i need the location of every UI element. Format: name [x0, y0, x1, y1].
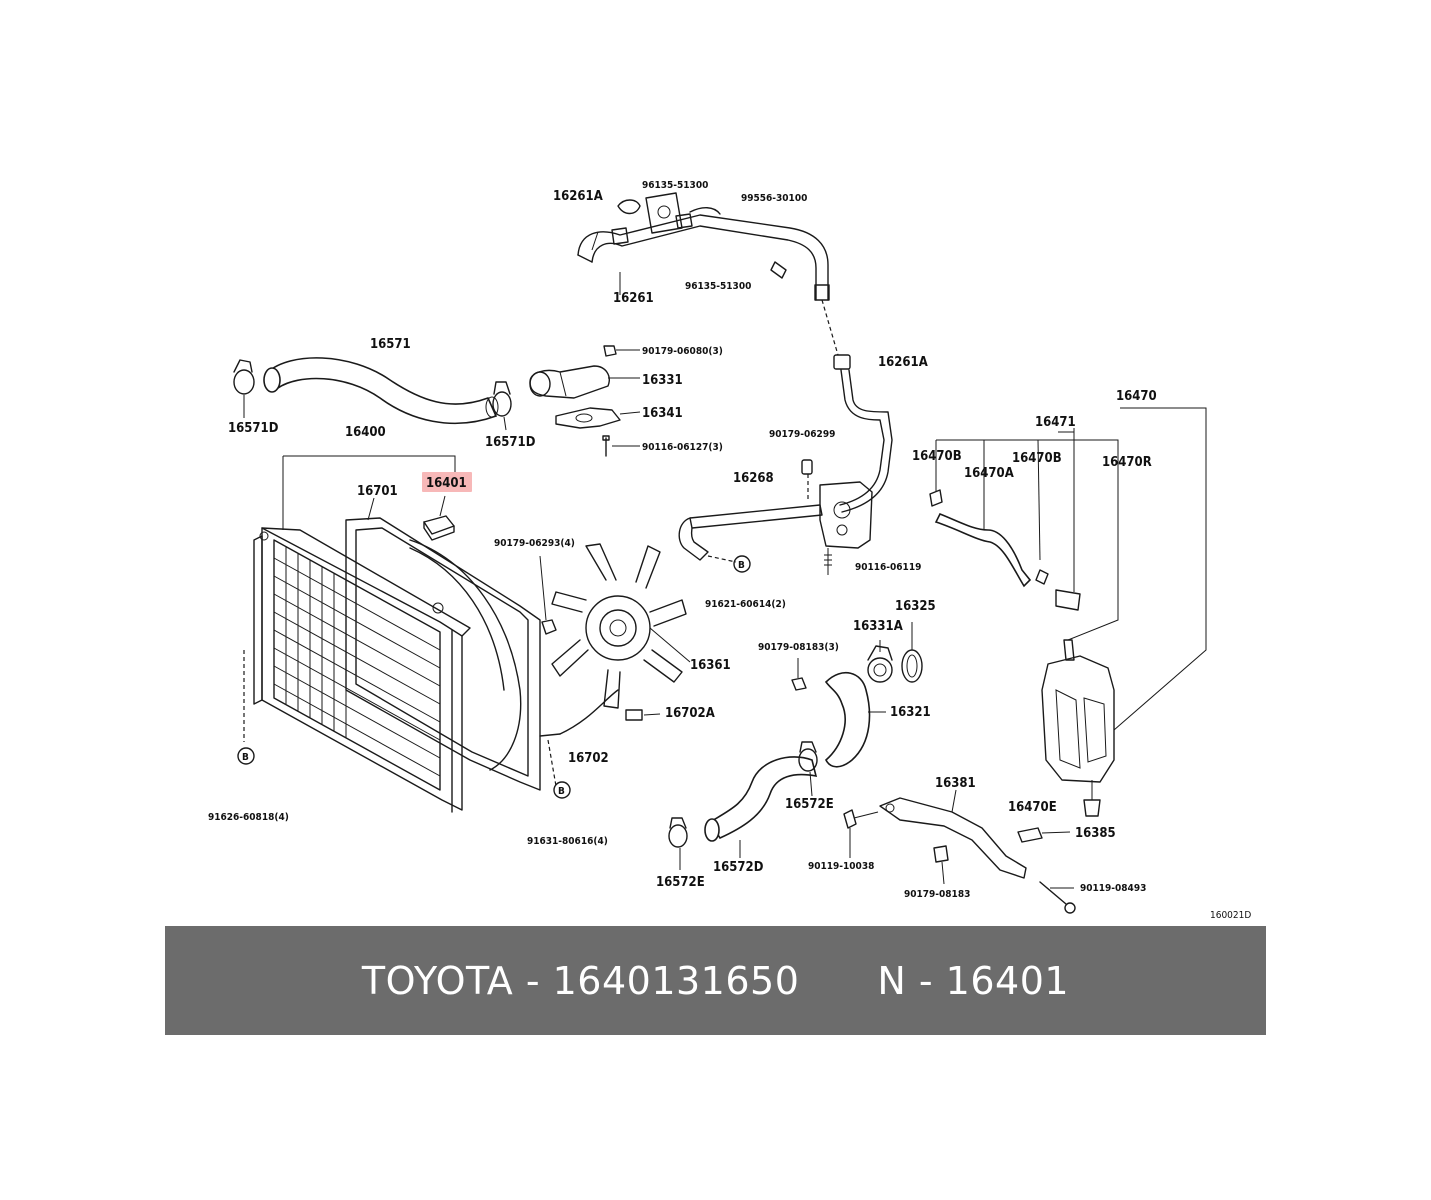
ref-B-circle-1 — [733, 555, 751, 573]
water-outlet-16331A — [867, 640, 893, 683]
bypass-pipe-16261 — [577, 192, 830, 301]
label-16470E: 16470E — [1008, 800, 1057, 815]
ref-B-circle-2 — [237, 747, 255, 765]
diagram-code: 160021D — [1210, 910, 1251, 921]
tank-cap-16470E — [1083, 799, 1101, 817]
hose-clamp-16571D-right — [492, 381, 512, 431]
label-16361: 16361 — [690, 658, 731, 673]
label-90116-06127: 90116-06127(3) — [642, 442, 723, 453]
brand-part-number: TOYOTA - 1640131650 — [361, 958, 800, 1003]
bolt-90116-06127 — [602, 435, 640, 457]
upper-radiator-hose-16571 — [263, 357, 499, 425]
tank-cap-16471 — [1035, 569, 1081, 611]
label-90119-08493: 90119-08493 — [1080, 883, 1146, 894]
label-B-1: B — [738, 560, 745, 571]
label-16702A: 16702A — [665, 706, 715, 721]
nut-90179-06293 — [539, 555, 557, 635]
tank-hose-16470A — [929, 489, 1032, 588]
label-16572E-a: 16572E — [785, 797, 834, 812]
label-16321: 16321 — [890, 705, 931, 720]
lower-hose-16572D — [704, 756, 818, 858]
reserve-tank-assembly-16470 — [935, 407, 1207, 800]
label-16470: 16470 — [1116, 389, 1157, 404]
label-B-3: B — [558, 786, 565, 797]
radiator-assembly-16400 — [253, 455, 471, 813]
gasket-16325 — [901, 622, 923, 683]
label-90119-10038: 90119-10038 — [808, 861, 874, 872]
sensor-16385 — [1017, 827, 1071, 843]
label-16400: 16400 — [345, 425, 386, 440]
label-16470R: 16470R — [1102, 455, 1152, 470]
water-bypass-pipe-16268 — [678, 354, 893, 575]
label-16572D: 16572D — [713, 860, 764, 875]
catalog-reference: N - 16401 — [877, 958, 1070, 1003]
label-16261A-mid: 16261A — [878, 355, 928, 370]
hose-clamp-16571D-left — [233, 359, 255, 418]
label-90116-06119: 90116-06119 — [855, 562, 921, 573]
bracket-16381 — [879, 789, 1027, 879]
gasket-16341 — [555, 407, 641, 429]
label-16331: 16331 — [642, 373, 683, 388]
ref-B-circle-3 — [553, 781, 571, 799]
nut-90179-08183 — [933, 845, 949, 885]
label-16385: 16385 — [1075, 826, 1116, 841]
label-16470A: 16470A — [964, 466, 1014, 481]
label-96135-51300-b: 96135-51300 — [685, 281, 751, 292]
label-B-2: B — [242, 752, 249, 763]
label-16470B-a: 16470B — [912, 449, 962, 464]
label-16268: 16268 — [733, 471, 774, 486]
part-number-banner: TOYOTA - 1640131650 N - 16401 — [165, 926, 1266, 1035]
label-16572E-b: 16572E — [656, 875, 705, 890]
highlight-box-16401 — [422, 472, 472, 492]
label-91626-60818: 91626-60818(4) — [208, 812, 289, 823]
label-91621-60614: 91621-60614(2) — [705, 599, 786, 610]
lower-hose-16321 — [824, 671, 886, 768]
bolt-90119-08493 — [1039, 881, 1076, 914]
hose-clamp-16572E-upper — [798, 741, 818, 797]
label-16261A-top: 16261A — [553, 189, 603, 204]
radiator-cap-16401 — [423, 495, 455, 541]
label-16470B-b: 16470B — [1012, 451, 1062, 466]
label-16571: 16571 — [370, 337, 411, 352]
label-16571D-left: 16571D — [228, 421, 279, 436]
label-16571D-right: 16571D — [485, 435, 536, 450]
label-16331A: 16331A — [853, 619, 903, 634]
label-16261: 16261 — [613, 291, 654, 306]
label-96135-51300-a: 96135-51300 — [642, 180, 708, 191]
hose-clamp-16572E-lower — [668, 817, 688, 870]
label-16401: 16401 — [426, 476, 467, 491]
label-90179-06293: 90179-06293(4) — [494, 538, 575, 549]
label-16325: 16325 — [895, 599, 936, 614]
cooling-fan-16361 — [539, 543, 691, 737]
water-inlet-16331 — [529, 365, 640, 399]
fan-shroud-16701 — [345, 497, 541, 791]
label-99556-30100: 99556-30100 — [741, 193, 807, 204]
label-90179-06080: 90179-06080(3) — [642, 346, 723, 357]
label-90179-08183-3: 90179-08183(3) — [758, 642, 839, 653]
label-16381: 16381 — [935, 776, 976, 791]
label-16341: 16341 — [642, 406, 683, 421]
label-91631-80616: 91631-80616(4) — [527, 836, 608, 847]
clip-16702A — [625, 709, 661, 721]
label-90179-08183: 90179-08183 — [904, 889, 970, 900]
label-16471: 16471 — [1035, 415, 1076, 430]
label-16702: 16702 — [568, 751, 609, 766]
label-90179-06299: 90179-06299 — [769, 429, 835, 440]
label-16701: 16701 — [357, 484, 398, 499]
bolt-90179-06080 — [603, 345, 640, 357]
bolt-90119-10038 — [843, 809, 879, 858]
nut-90179-08183-3 — [791, 658, 807, 691]
